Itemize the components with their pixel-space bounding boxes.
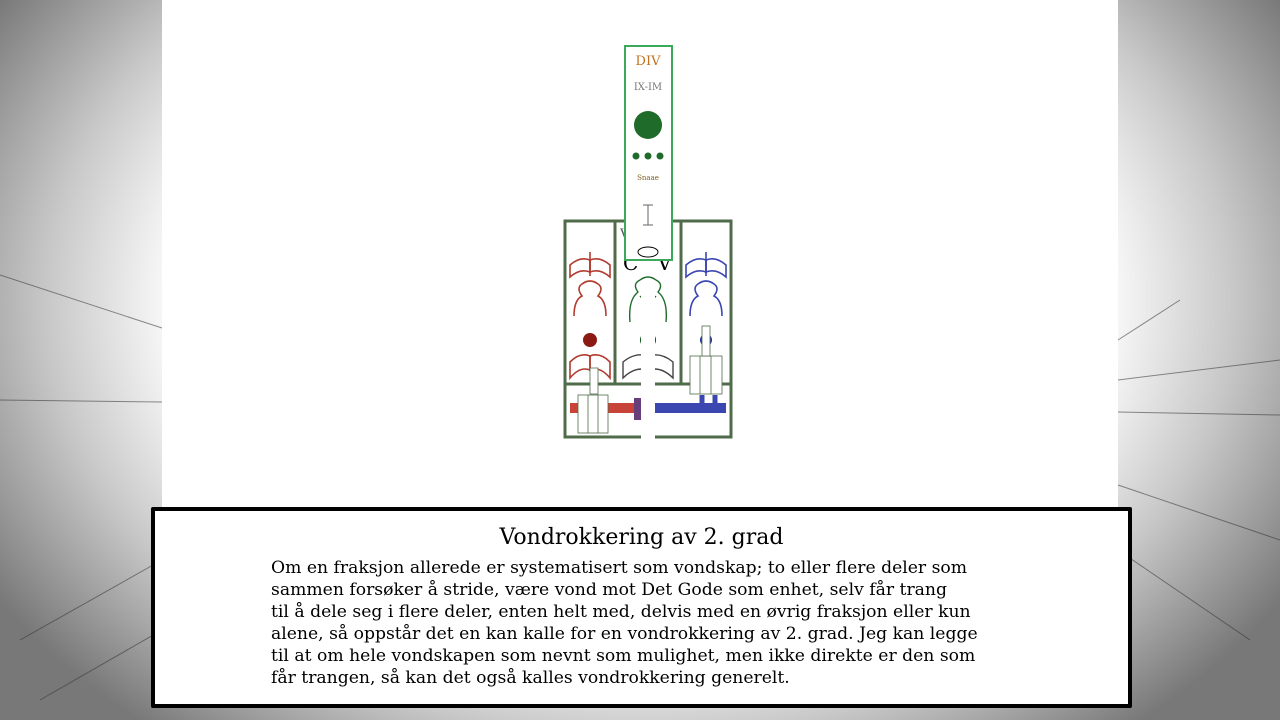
caption-line: til at om hele vondskapen som nevnt som … <box>271 646 976 666</box>
left-panel-red <box>569 252 611 381</box>
caption-line: alene, så oppstår det en kan kalle for e… <box>271 624 978 644</box>
left-book-bottom-icon <box>569 354 611 381</box>
caption-body: Om en fraksjon allerede er systematisert… <box>271 557 1031 689</box>
left-bust-icon <box>573 280 607 317</box>
divider-strip <box>641 288 655 440</box>
mini-diagram-left <box>577 367 609 434</box>
caption-line: får trangen, så kan det også kalles vond… <box>271 668 790 688</box>
tower-numeral: IX-IM <box>634 82 662 93</box>
faction-diagram: Von C V <box>563 45 733 440</box>
caption-line: til å dele seg i flere deler, enten helt… <box>271 602 971 622</box>
caption-line: Om en fraksjon allerede er systematisert… <box>271 558 968 578</box>
tower: DIV IX-IM Snaae <box>624 45 673 261</box>
caption-panel: Vondrokkering av 2. grad Om en fraksjon … <box>151 507 1132 708</box>
right-book-icon <box>685 252 727 279</box>
tower-orb-icon <box>634 111 662 139</box>
tower-seal-icon <box>637 246 659 258</box>
caption-title: Vondrokkering av 2. grad <box>499 525 784 550</box>
tower-small-label: Snaae <box>637 174 659 182</box>
right-bust-icon <box>689 280 723 317</box>
tower-dots-icon <box>632 152 664 160</box>
caption-line: sammen forsøker å stride, være vond mot … <box>271 580 947 600</box>
diagram-stage: Von C V <box>162 0 1118 508</box>
left-orb-icon <box>583 333 597 347</box>
mini-diagram-right <box>689 325 723 395</box>
tower-pillar-icon <box>643 204 653 226</box>
tower-label: DIV <box>636 54 662 69</box>
left-book-icon <box>569 252 611 279</box>
